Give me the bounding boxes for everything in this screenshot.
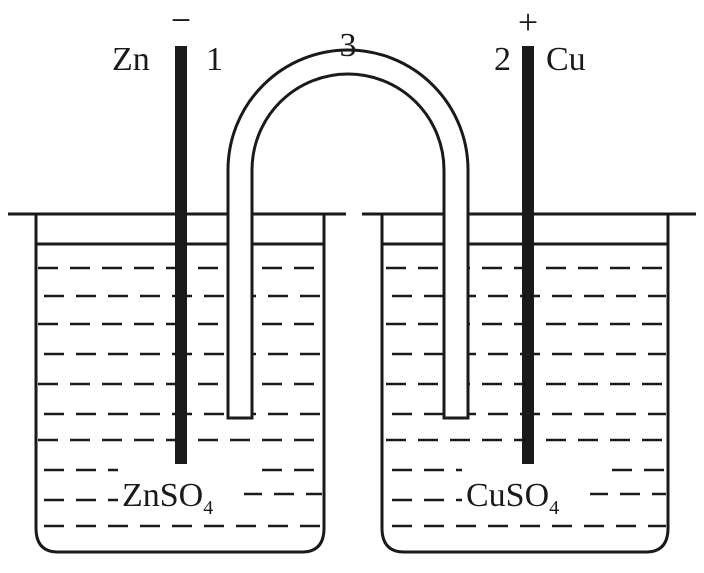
salt-bridge-tube	[226, 48, 470, 420]
left-solution-formula: ZnSO4	[122, 477, 213, 519]
right-formula-subscript: 4	[549, 497, 559, 519]
anode-sign: −	[171, 0, 191, 40]
right-solution-formula: CuSO4	[466, 477, 559, 519]
anode-number-label: 1	[206, 41, 223, 78]
left-formula-main: ZnSO	[122, 477, 203, 514]
zinc-electrode	[175, 46, 187, 464]
anode-metal-label: Zn	[112, 41, 150, 78]
left-formula-subscript: 4	[203, 497, 213, 519]
right-formula-main: CuSO	[466, 477, 549, 514]
right-beaker-outline	[380, 214, 670, 554]
right-formula-backing	[462, 472, 590, 516]
cathode-sign: +	[518, 2, 538, 42]
left-formula-backing	[118, 472, 244, 516]
cathode-metal-label: Cu	[546, 41, 586, 78]
cathode-number-label: 2	[494, 41, 511, 78]
salt-bridge-number-label: 3	[340, 27, 357, 64]
left-beaker-outline	[34, 214, 326, 554]
copper-electrode	[522, 46, 534, 464]
